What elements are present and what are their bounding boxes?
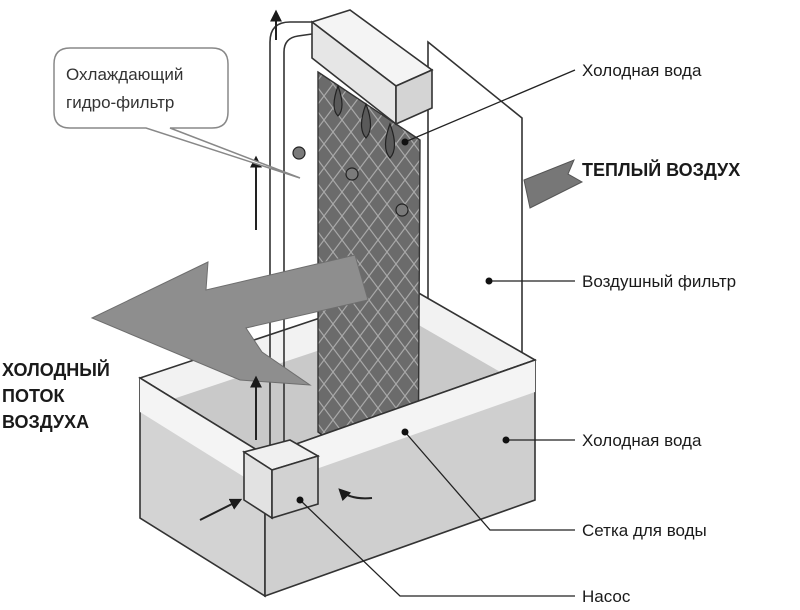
cold-air-flow-line1: ХОЛОДНЫЙ	[2, 359, 110, 380]
label-pump: Насос	[582, 587, 631, 606]
callout-line2: гидро-фильтр	[66, 93, 174, 112]
label-air-filter: Воздушный фильтр	[582, 272, 736, 291]
callout-bubble: Охлаждающий гидро-фильтр	[53, 47, 301, 179]
flow-arrows	[199, 9, 373, 521]
label-warm-air: ТЕПЛЫЙ ВОЗДУХ	[582, 159, 740, 180]
cold-air-arrow	[90, 254, 369, 386]
cold-air-flow-line2: ПОТОК	[2, 386, 65, 406]
warm-air-arrow	[523, 159, 584, 209]
label-cold-water-tank: Холодная вода	[582, 431, 702, 450]
water-distributor-bar	[310, 9, 434, 126]
label-cold-water-top: Холодная вода	[582, 61, 702, 80]
callout-line1: Охлаждающий	[66, 65, 183, 84]
pump-box	[242, 439, 321, 520]
cold-air-flow-label: ХОЛОДНЫЙ ПОТОК ВОЗДУХА	[2, 359, 110, 432]
label-water-mesh: Сетка для воды	[582, 521, 707, 540]
water-tank-front	[139, 358, 536, 598]
leader-lines	[299, 69, 576, 597]
leader-dots	[296, 138, 510, 504]
cold-air-flow-line3: ВОЗДУХА	[2, 412, 89, 432]
water-drops	[292, 84, 409, 217]
